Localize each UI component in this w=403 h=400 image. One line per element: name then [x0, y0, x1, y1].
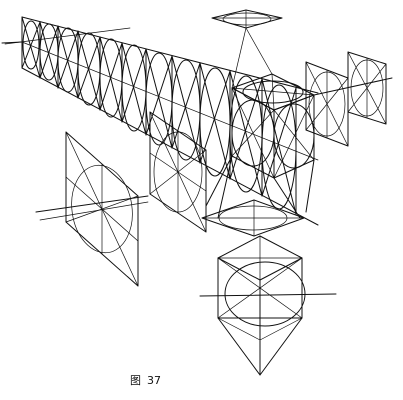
- lower-vertical-box: [199, 199, 337, 376]
- beam-mid-line: [21, 41, 319, 161]
- left-sight-line: [35, 195, 149, 213]
- right-axis: [313, 77, 393, 96]
- central-cube: [231, 73, 315, 179]
- beam-axis-ray: [4, 27, 131, 45]
- box-horizon-line: [199, 293, 337, 297]
- cube-projection-rays: [205, 155, 315, 219]
- middle-tilted-square: [149, 111, 207, 233]
- projection-line: [245, 27, 273, 75]
- top-diamond: [211, 9, 283, 89]
- right-receding-squares: [305, 51, 393, 147]
- projection-line: [231, 27, 247, 89]
- receding-beam: [1, 16, 319, 226]
- beam-section-squares: [39, 21, 297, 215]
- top-diamond-circle: [222, 12, 272, 26]
- beam-section-diagonals: [21, 16, 297, 215]
- figure-number: 37: [147, 374, 161, 387]
- cube-side-circle: [273, 103, 315, 169]
- figure-label: 图: [130, 374, 141, 387]
- left-tilted-square: [35, 131, 149, 287]
- figure-caption: 图 37: [130, 372, 167, 388]
- beam-bottom-edge: [21, 67, 319, 226]
- left-sight-line: [39, 201, 149, 221]
- cube-top-circle: [242, 80, 304, 104]
